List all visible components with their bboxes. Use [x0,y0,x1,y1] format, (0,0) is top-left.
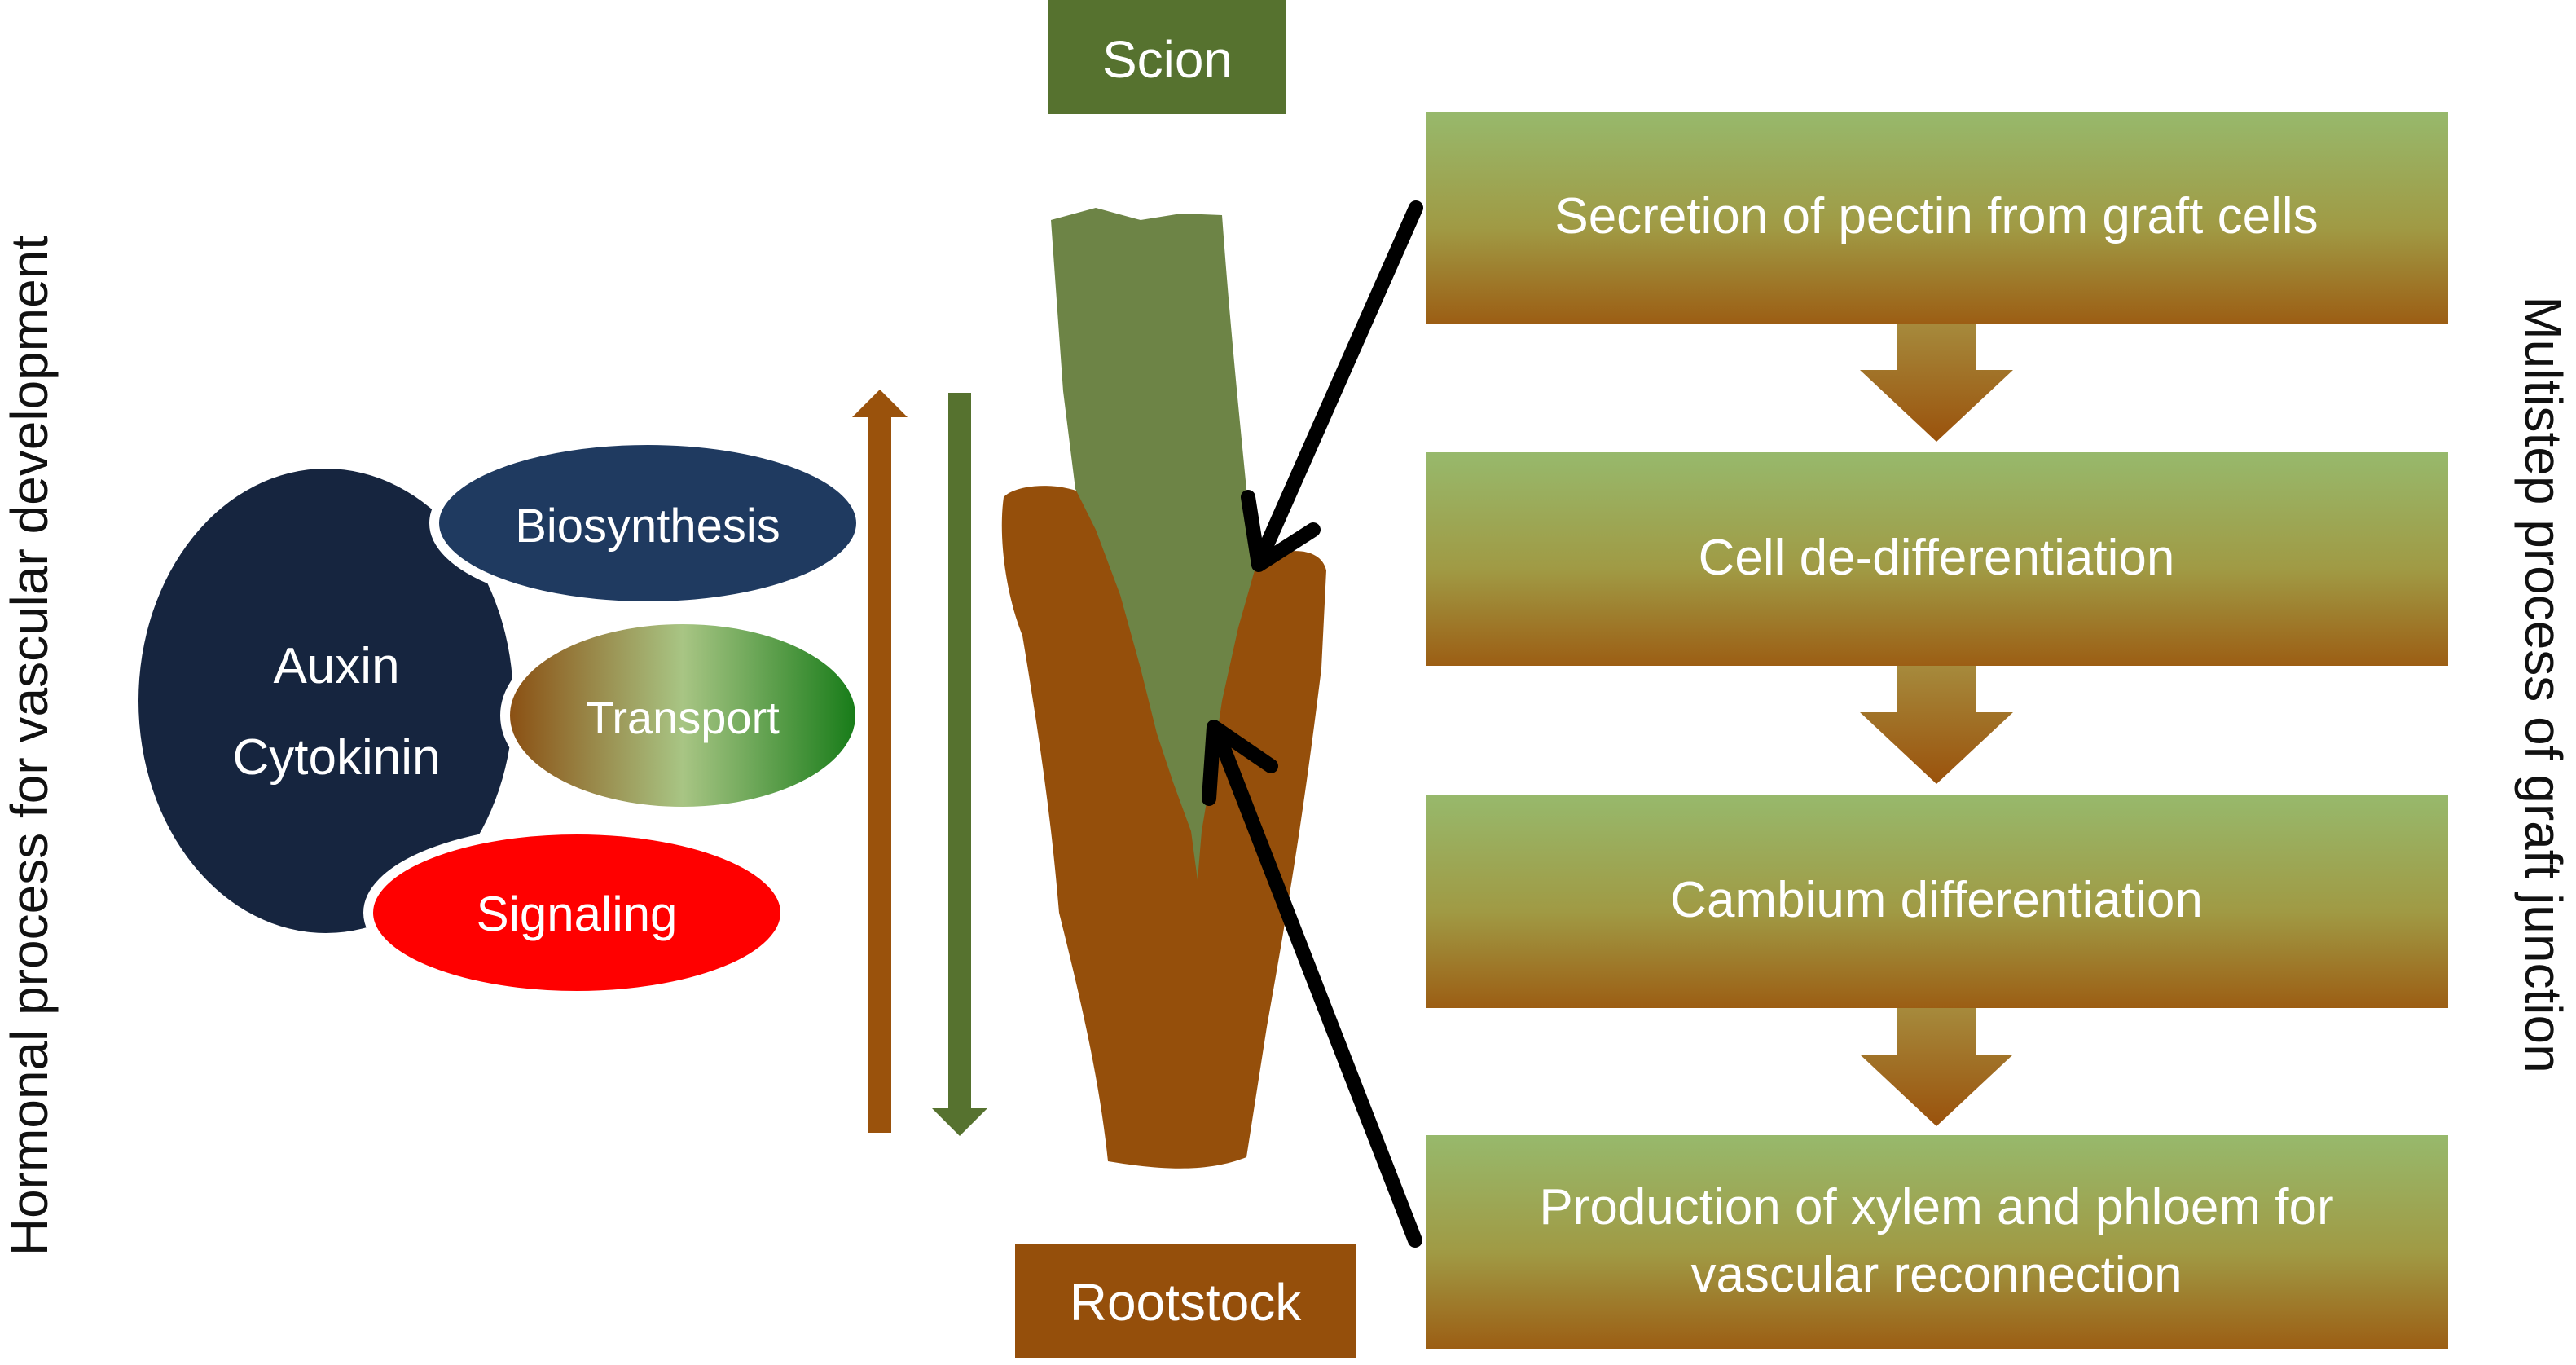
pointer-arrow-pectin [1241,200,1423,572]
rootstock-label: Rootstock [1070,1273,1303,1332]
step-4-line-1: Production of xylem and phloem for [1539,1179,2333,1235]
step-connector-arrow-2 [1860,666,2013,784]
rootstock-box: Rootstock [1015,1244,1356,1358]
hormone-ellipse [138,469,513,933]
signaling-node: Signaling [363,825,790,1001]
biosynthesis-label: Biosynthesis [515,500,780,553]
hormone-label-cytokinin: Cytokinin [233,729,441,786]
rootstock-shape [1001,486,1326,1169]
step-4-line-2: vascular reconnection [1690,1247,2182,1303]
transport-label: Transport [586,692,780,743]
upward-arrow [852,390,908,1133]
step-box-4: Production of xylem and phloem for vascu… [1426,1135,2448,1349]
left-axis-label: Hormonal process for vascular developmen… [0,236,59,1256]
step-connector-arrow-1 [1860,324,2013,442]
hormone-label-auxin: Auxin [273,638,399,694]
step-box-2: Cell de-differentiation [1426,452,2448,666]
biosynthesis-node: Biosynthesis [429,435,866,611]
pointer-arrow-vascular [1202,720,1422,1248]
scion-shape [1051,208,1255,880]
step-1-line-1: Secretion of pectin from graft cells [1554,188,2318,244]
scion-label: Scion [1102,30,1233,89]
step-2-line-1: Cell de-differentiation [1699,530,2175,586]
step-connector-arrow-3 [1860,1008,2013,1126]
transport-node: Transport [500,614,865,817]
step-box-3: Cambium differentiation [1426,795,2448,1008]
step-3-line-1: Cambium differentiation [1670,872,2203,928]
signaling-label: Signaling [477,887,678,941]
downward-arrow [932,393,987,1136]
right-axis-label: Multistep process of graft junction [2514,296,2573,1072]
scion-box: Scion [1048,0,1286,114]
step-box-1: Secretion of pectin from graft cells [1426,112,2448,324]
